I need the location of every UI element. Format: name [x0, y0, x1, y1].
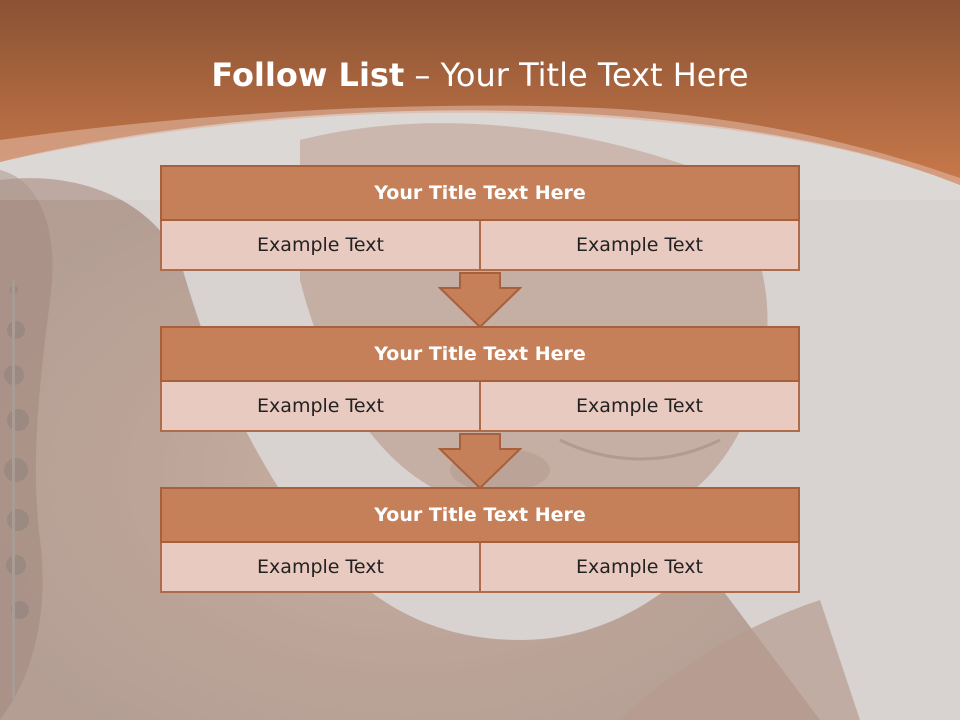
block-cell-left: Example Text: [160, 543, 481, 593]
block-row: Example Text Example Text: [160, 221, 800, 271]
block-row: Example Text Example Text: [160, 543, 800, 593]
block-cell-left: Example Text: [160, 382, 481, 432]
block-title: Your Title Text Here: [160, 165, 800, 221]
down-arrow-icon: [438, 433, 522, 489]
block-cell-right: Example Text: [481, 221, 800, 271]
earring-icon: [4, 280, 29, 700]
title-bold: Follow List: [211, 56, 405, 94]
list-block-1: Your Title Text Here Example Text Exampl…: [160, 165, 800, 271]
block-title: Your Title Text Here: [160, 487, 800, 543]
block-cell-right: Example Text: [481, 543, 800, 593]
list-block-2: Your Title Text Here Example Text Exampl…: [160, 326, 800, 432]
slide-title: Follow List – Your Title Text Here: [0, 55, 960, 95]
block-cell-left: Example Text: [160, 221, 481, 271]
block-cell-right: Example Text: [481, 382, 800, 432]
block-title: Your Title Text Here: [160, 326, 800, 382]
block-row: Example Text Example Text: [160, 382, 800, 432]
title-rest: – Your Title Text Here: [404, 56, 749, 94]
list-block-3: Your Title Text Here Example Text Exampl…: [160, 487, 800, 593]
down-arrow-icon: [438, 272, 522, 328]
